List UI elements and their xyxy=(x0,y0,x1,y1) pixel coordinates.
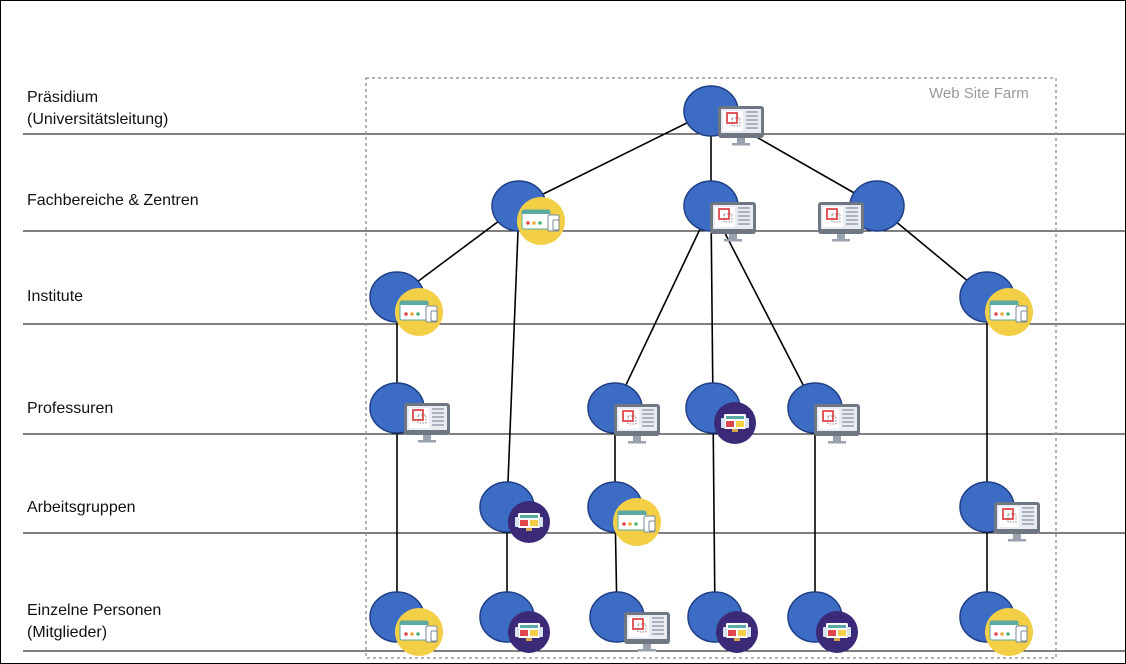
monitor-icon xyxy=(624,612,670,652)
node-e6 xyxy=(959,591,1033,656)
node-pr4 xyxy=(787,382,860,444)
monitor-icon xyxy=(718,106,764,146)
level-label-arbeitsgruppen: Arbeitsgruppen xyxy=(27,499,136,516)
yellow-website-badge-icon xyxy=(517,197,565,245)
purple-device-badge-icon xyxy=(716,611,758,653)
node-f2 xyxy=(683,180,756,242)
edge-f1-a1 xyxy=(506,205,520,508)
yellow-website-badge-icon xyxy=(395,288,443,336)
edges xyxy=(396,110,988,618)
purple-device-badge-icon xyxy=(714,402,756,444)
purple-device-badge-icon xyxy=(816,611,858,653)
web-site-farm-label: Web Site Farm xyxy=(929,85,1029,102)
node-e1 xyxy=(369,591,443,656)
monitor-icon xyxy=(404,403,450,443)
edge-f2-pr2 xyxy=(614,205,712,409)
edge-f2-pr4 xyxy=(710,205,816,409)
edge-f2-pr3 xyxy=(710,205,714,409)
node-e2 xyxy=(479,591,550,653)
level-label-fachbereiche: Fachbereiche & Zentren xyxy=(27,192,199,209)
monitor-icon xyxy=(710,202,756,242)
purple-device-badge-icon xyxy=(508,611,550,653)
node-e3 xyxy=(589,591,670,652)
node-e5 xyxy=(787,591,858,653)
yellow-website-badge-icon xyxy=(985,288,1033,336)
level-label-personen: Einzelne Personen (Mitglieder) xyxy=(27,602,162,641)
node-pr2 xyxy=(587,382,660,444)
yellow-website-badge-icon xyxy=(395,608,443,656)
node-p1 xyxy=(683,85,764,146)
monitor-icon xyxy=(614,404,660,444)
level-label-praesidium: Präsidium (Universitätsleitung) xyxy=(27,89,169,128)
node-pr1 xyxy=(369,382,450,443)
node-pr3 xyxy=(685,382,756,444)
node-e4 xyxy=(687,591,758,653)
node-f1 xyxy=(491,180,565,245)
node-i1 xyxy=(369,271,443,336)
edge-p1-f1 xyxy=(518,110,712,207)
yellow-website-badge-icon xyxy=(613,498,661,546)
node-a1 xyxy=(479,481,550,543)
nodes xyxy=(369,85,1040,656)
edge-pr3-e4 xyxy=(712,407,716,618)
monitor-icon xyxy=(818,202,864,242)
node-a2 xyxy=(587,481,661,546)
level-label-institute: Institute xyxy=(27,288,84,305)
node-a3 xyxy=(959,481,1040,542)
level-label-professuren: Professuren xyxy=(27,400,114,417)
yellow-website-badge-icon xyxy=(985,608,1033,656)
node-f3 xyxy=(818,180,905,242)
monitor-icon xyxy=(994,502,1040,542)
monitor-icon xyxy=(814,404,860,444)
purple-device-badge-icon xyxy=(508,501,550,543)
node-i2 xyxy=(959,271,1033,336)
web-site-farm-box xyxy=(365,77,1057,659)
